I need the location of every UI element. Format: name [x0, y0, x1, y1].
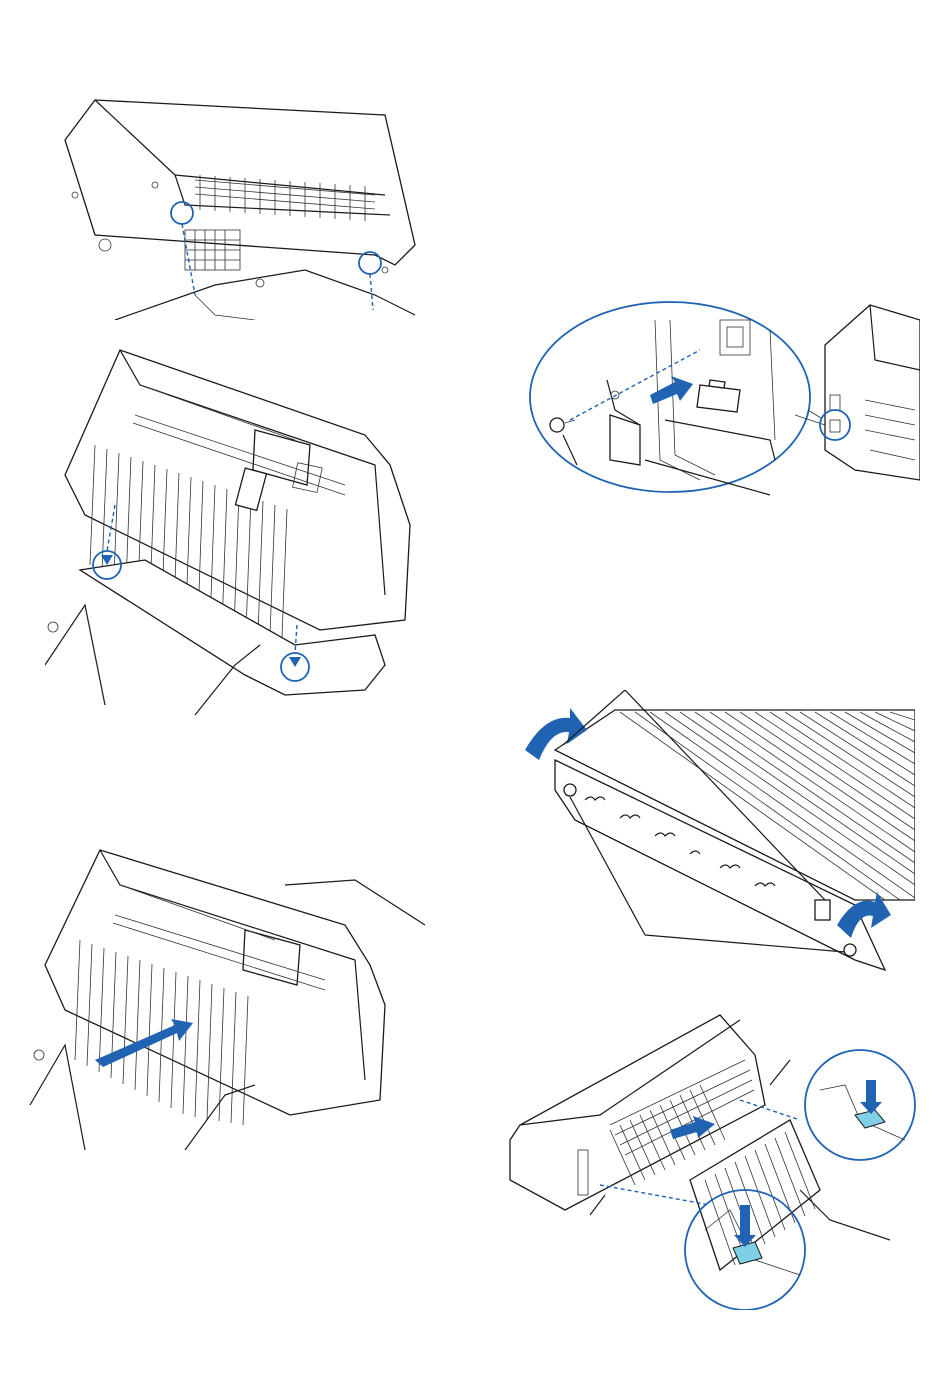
cutter-underside-mount-illustration-icon	[55, 95, 425, 320]
cutter-pull-forward-illustration-icon	[25, 845, 425, 1150]
figure-basket-hooks	[525, 690, 915, 980]
figure-basket-attach-rear	[500, 1010, 920, 1310]
figure-cutter-on-stand	[45, 345, 425, 715]
figure-cutter-pull	[25, 845, 425, 1150]
bracket-screw-detail-illustration-icon	[525, 300, 920, 510]
basket-hook-rotate-illustration-icon	[525, 690, 915, 980]
figure-bracket-screw	[525, 300, 920, 510]
basket-attach-rear-illustration-icon	[500, 1010, 920, 1310]
cutter-on-stand-align-illustration-icon	[45, 345, 425, 715]
figure-underside-mount	[55, 95, 425, 320]
